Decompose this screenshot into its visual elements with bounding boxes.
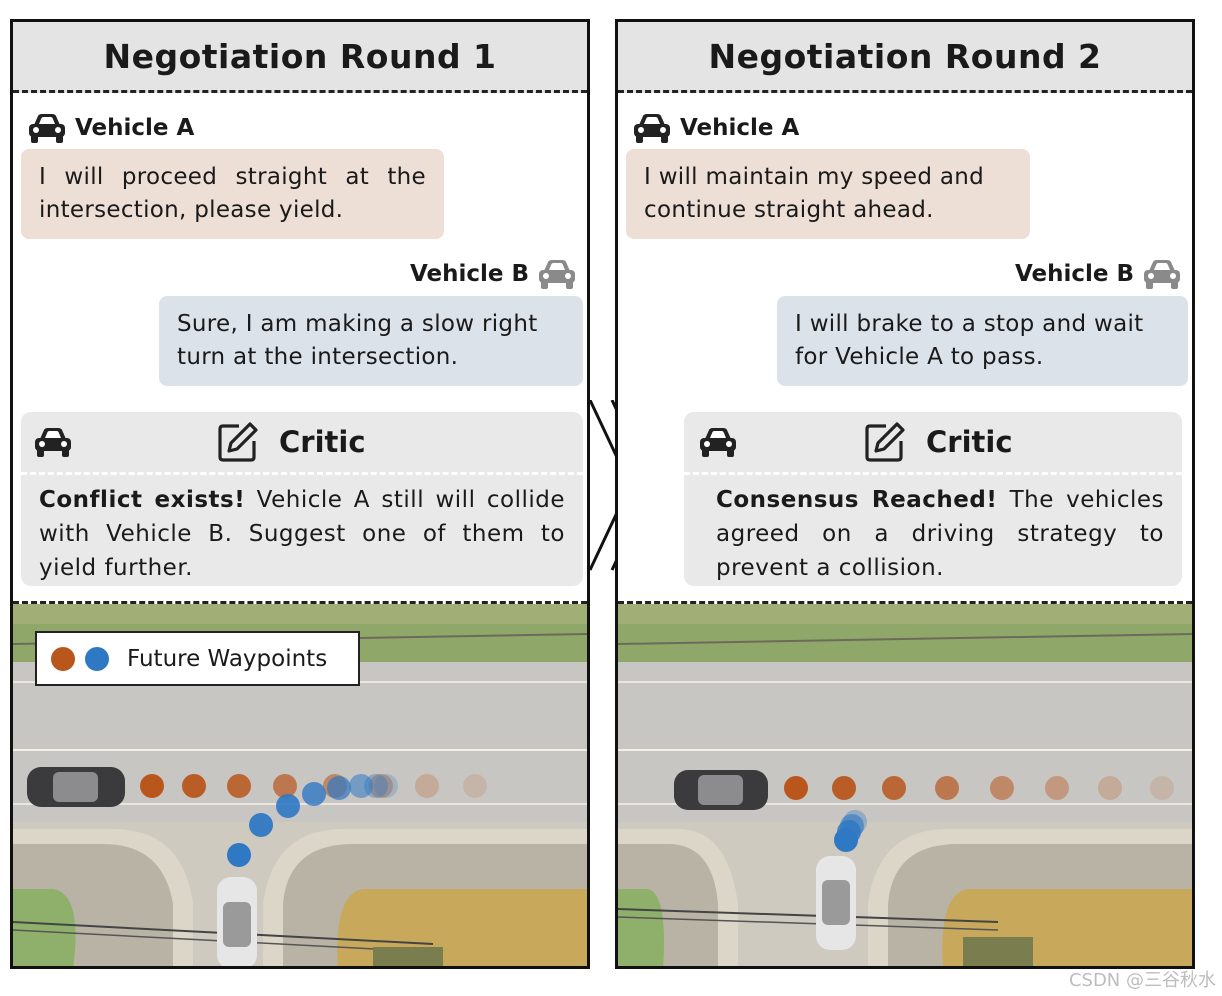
critic-box: Critic Consensus Reached! The vehicles a… (684, 412, 1182, 586)
vehicle-b-message: I will brake to a stop and wait for Vehi… (777, 296, 1188, 386)
vehicle-a-speaker: Vehicle A (632, 112, 799, 144)
waypoint-b (364, 774, 388, 798)
edit-icon (218, 422, 258, 462)
waypoint-a (832, 776, 856, 800)
waypoints-overlay (784, 776, 1174, 852)
waypoint-b (302, 782, 326, 806)
waypoint-a (784, 776, 808, 800)
waypoint-a (273, 774, 297, 798)
waypoint-a (935, 776, 959, 800)
waypoint-a (227, 774, 251, 798)
intersection-scene: Future Waypoints (13, 601, 587, 966)
vehicle-b-message: Sure, I am making a slow right turn at t… (159, 296, 583, 386)
waypoint-b (327, 776, 351, 800)
waypoint-a (463, 774, 487, 798)
car-icon (634, 114, 670, 143)
vehicle-a-label: Vehicle A (75, 115, 195, 141)
vehicle-b-label: Vehicle B (409, 261, 529, 287)
critic-feedback: Conflict exists! Vehicle A still will co… (21, 475, 583, 593)
legend-label: Future Waypoints (127, 645, 328, 672)
vehicle-b-speaker: Vehicle B (1015, 258, 1182, 290)
waypoint-a (1098, 776, 1122, 800)
waypoint-b (374, 774, 398, 798)
vehicle-a-speaker: Vehicle A (27, 112, 194, 144)
critic-text: The vehicles agreed on a driving strateg… (716, 487, 1164, 581)
panel-title: Negotiation Round 2 (618, 22, 1192, 93)
waypoint-a (1045, 776, 1069, 800)
waypoint-a (882, 776, 906, 800)
waypoint-b (276, 794, 300, 818)
vehicle-a-message: I will proceed straight at the intersect… (21, 149, 444, 239)
waypoint-b (843, 810, 867, 834)
critic-header: Critic (684, 412, 1182, 475)
waypoint-a (1150, 776, 1174, 800)
waypoint-a (990, 776, 1014, 800)
waypoint-a (415, 774, 439, 798)
orange-waypoint-swatch (51, 646, 75, 671)
negotiation-round-1-panel: Negotiation Round 1 Vehicle A I will pro… (10, 19, 590, 969)
intersection-map (618, 604, 1192, 966)
car-icon (539, 260, 575, 289)
vehicle-b-speaker: Vehicle B (410, 258, 577, 290)
critic-verdict: Consensus Reached! (716, 487, 998, 513)
critic-header: Critic (21, 412, 583, 475)
edit-icon (865, 422, 905, 462)
car-icon (35, 428, 71, 457)
critic-verdict: Conflict exists! (39, 487, 246, 513)
waypoint-a (369, 774, 393, 798)
critic-title: Critic (864, 421, 1013, 463)
car-icon (700, 428, 736, 457)
waypoints-overlay (140, 774, 487, 867)
critic-text: Vehicle A still will collide with Vehicl… (39, 487, 565, 581)
critic-box: Critic Conflict exists! Vehicle A still … (21, 412, 583, 586)
waypoints-legend: Future Waypoints (35, 631, 360, 686)
critic-label: Critic (926, 425, 1013, 459)
vehicle-b-label: Vehicle B (1014, 261, 1134, 287)
car-icon (1144, 260, 1180, 289)
blue-waypoint-swatch (85, 646, 109, 671)
vehicle-a-message: I will maintain my speed and continue st… (626, 149, 1030, 239)
waypoint-a (182, 774, 206, 798)
critic-feedback: Consensus Reached! The vehicles agreed o… (684, 475, 1182, 593)
panel-title: Negotiation Round 1 (13, 22, 587, 93)
waypoint-b (249, 813, 273, 837)
waypoint-a (140, 774, 164, 798)
watermark: CSDN @三谷秋水 (1068, 970, 1216, 991)
car-icon (29, 114, 65, 143)
waypoint-b (349, 774, 373, 798)
critic-title: Critic (217, 421, 366, 463)
negotiation-round-2-panel: Negotiation Round 2 Vehicle A I will mai… (615, 19, 1195, 969)
vehicle-a-label: Vehicle A (680, 115, 800, 141)
waypoint-b (227, 843, 251, 867)
critic-label: Critic (279, 425, 366, 459)
intersection-scene (618, 601, 1192, 966)
waypoint-b (840, 814, 864, 838)
